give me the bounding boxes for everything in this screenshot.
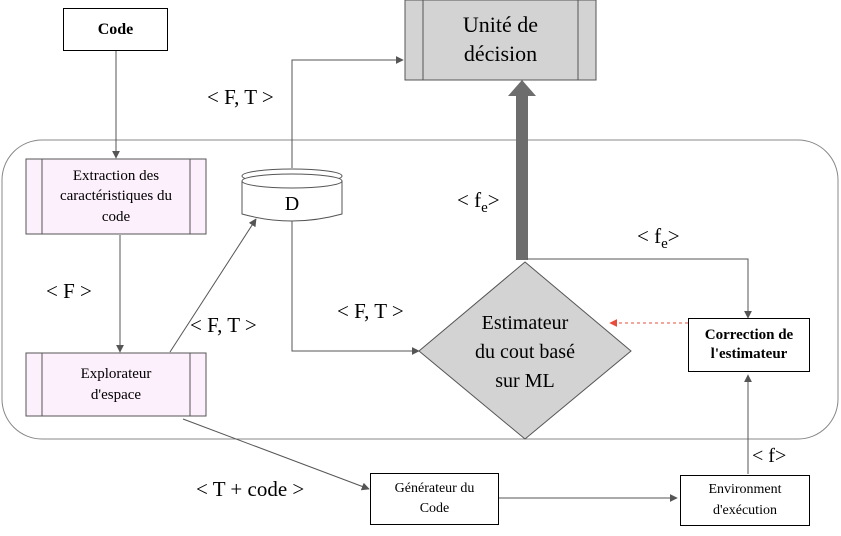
- correction-node: Correction de l'estimateur: [688, 318, 810, 372]
- database-node: D: [284, 192, 300, 215]
- label-ft-right: < F, T >: [337, 299, 404, 323]
- label-f-small: < f>: [752, 445, 787, 467]
- environnement-node: Environment d'exécution: [680, 475, 810, 526]
- arrow-database-to-unite: [291, 56, 404, 168]
- thick-arrow-head: [508, 80, 536, 96]
- extraction-box: [25, 158, 207, 235]
- arrow-explorateur-to-generateur: [182, 418, 370, 491]
- estimateur-node: Estimateur du cout basé sur ML: [475, 312, 575, 392]
- database-cylinder: [241, 168, 343, 222]
- label-f-left: < F >: [46, 279, 92, 303]
- explorateur-node: Explorateur d'espace: [80, 365, 152, 403]
- arrow-estimateur-to-correction: [527, 258, 752, 319]
- unite-box: [404, 0, 597, 81]
- estimateur-diamond: [418, 261, 632, 440]
- code-node: Code: [63, 8, 168, 51]
- label-ft-top: < F, T >: [207, 85, 274, 109]
- arrow-explorateur-to-database: [169, 218, 257, 353]
- thick-arrow-shaft: [516, 95, 528, 260]
- explorateur-box: [25, 352, 207, 417]
- arrow-database-to-estimateur: [291, 220, 420, 355]
- label-fe-left: < fe>: [457, 188, 500, 217]
- generateur-node: Générateur du Code: [370, 473, 499, 525]
- extraction-node: Extraction des caractéristiques du code: [59, 168, 173, 225]
- label-t-code: < T + code >: [196, 477, 305, 501]
- system-boundary: [1, 139, 839, 440]
- label-ft-mid: < F, T >: [190, 313, 257, 337]
- label-fe-right: < fe>: [637, 224, 680, 253]
- unite-decision-node: Unité de décision: [462, 12, 539, 66]
